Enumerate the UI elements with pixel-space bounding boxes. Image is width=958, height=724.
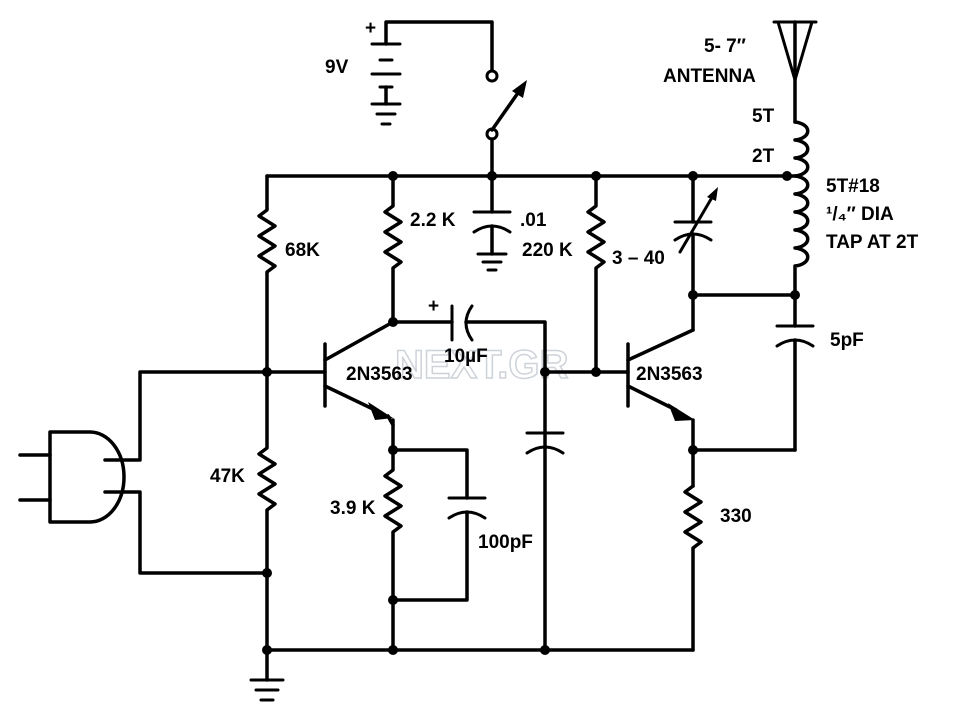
coil-5t-label: 5T: [752, 106, 775, 127]
coil-spec-1-label: 5T#18: [826, 176, 880, 197]
coil-spec-2-label: ¹/₄″ DIA: [826, 204, 894, 225]
battery-label: 9V: [325, 57, 349, 78]
resistor-2-2k: [383, 174, 403, 324]
transistor-q1: [265, 320, 395, 427]
resistor-3-9k-label: 3.9 K: [330, 498, 376, 519]
capacitor-10uf-plus-label: +: [428, 296, 439, 317]
capacitor-100pf-label: 100pF: [478, 532, 533, 553]
mic-bottom-wire: [103, 490, 269, 575]
watermark: NEXT.GR: [395, 343, 568, 387]
coil-2t-label: 2T: [752, 146, 775, 167]
capacitor-10uf-label: 10µF: [444, 346, 488, 367]
resistor-2-2k-label: 2.2 K: [410, 210, 456, 231]
transistor-q2: [626, 293, 695, 421]
capacitor-5pf: [775, 324, 815, 452]
microphone: [18, 430, 126, 524]
tank-tie-wire: [691, 293, 797, 328]
ground-symbol: [249, 648, 285, 702]
capacitor-01-label: .01: [520, 210, 547, 231]
transistor-q1-label: 2N3563: [346, 364, 413, 385]
mic-top-wire: [103, 370, 269, 462]
resistor-47k-label: 47K: [210, 466, 245, 487]
capacitor-01: [472, 174, 512, 272]
power-switch[interactable]: [485, 69, 527, 141]
resistor-47k: [257, 370, 277, 652]
resistor-330-label: 330: [720, 506, 752, 527]
antenna-label: ANTENNA: [663, 66, 756, 87]
resistor-220k: [586, 174, 606, 374]
antenna: [772, 20, 818, 124]
coil-5t18: [793, 120, 810, 297]
resistor-68k-label: 68K: [285, 240, 320, 261]
battery-plus-label: +: [365, 18, 376, 39]
antenna-length-label: 5- 7″: [704, 36, 746, 57]
capacitor-5pf-label: 5pF: [830, 330, 864, 351]
resistor-3-9k: [383, 448, 403, 652]
battery-to-switch-wire: [384, 20, 494, 74]
capacitor-shunt: [525, 431, 565, 455]
coil-spec-3-label: TAP AT 2T: [826, 232, 919, 253]
battery: [370, 42, 402, 126]
resistor-220k-label: 220 K: [522, 240, 573, 261]
capacitor-100pf: [391, 496, 487, 602]
junction-dots: [262, 171, 800, 655]
resistor-330: [683, 484, 703, 652]
variable-capacitor-label: 3 – 40: [612, 248, 665, 269]
transistor-q2-label: 2N3563: [636, 364, 703, 385]
variable-capacitor-3-40[interactable]: [673, 174, 718, 297]
capacitor-10uf: [391, 304, 547, 652]
bypass-wire-top: [391, 448, 469, 500]
resistor-68k: [257, 174, 277, 374]
